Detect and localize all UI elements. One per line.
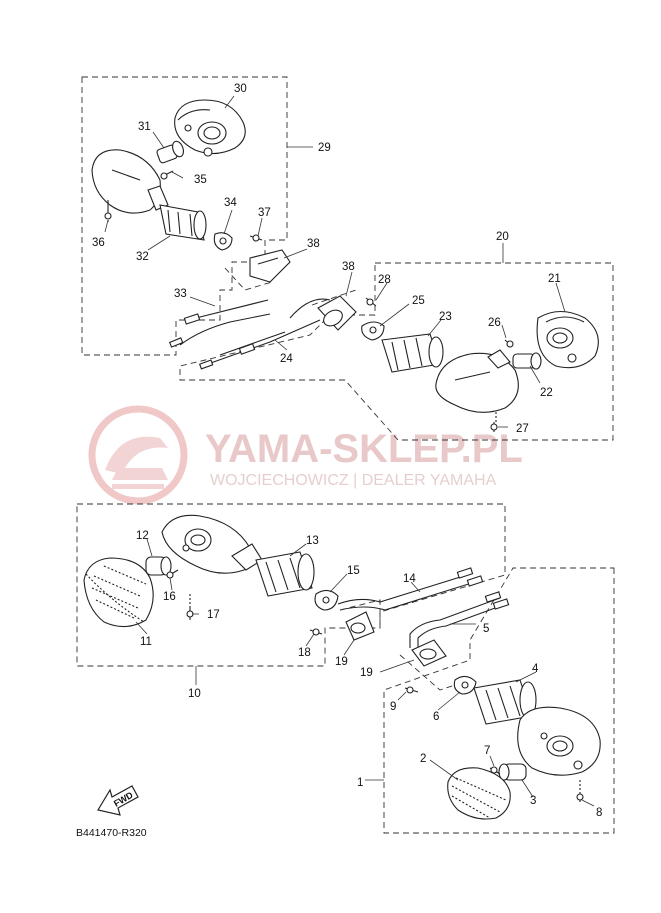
watermark: YAMA-SKLEP.PL WOJCIECHOWICZ | DEALER YAM… — [88, 405, 523, 505]
callout-15: 15 — [347, 565, 360, 577]
callout-8: 8 — [596, 807, 602, 819]
stay-19-right — [399, 639, 471, 691]
callout-6: 6 — [433, 711, 439, 723]
lens-2 — [447, 767, 511, 820]
bracket-6 — [453, 675, 477, 695]
wire-5 — [409, 591, 510, 650]
callout-21: 21 — [548, 273, 561, 285]
callout-9: 9 — [390, 701, 396, 713]
callout-35: 35 — [194, 174, 207, 186]
housing-lower-left — [161, 514, 263, 574]
socket-32 — [159, 204, 207, 241]
callout-29: 29 — [318, 142, 331, 154]
callout-11: 11 — [140, 636, 152, 648]
screw-17 — [186, 594, 194, 620]
assembly-20 — [198, 271, 599, 432]
callout-38-upper: 38 — [307, 238, 320, 250]
callout-37: 37 — [258, 207, 271, 219]
screw-9 — [404, 686, 419, 694]
screw-8 — [576, 780, 584, 802]
leaders-29 — [104, 95, 308, 307]
callout-7: 7 — [484, 745, 490, 757]
lens-11 — [83, 557, 154, 628]
bulb-3 — [498, 763, 527, 781]
callout-14: 14 — [403, 573, 416, 585]
stay-19-left — [339, 599, 381, 641]
assembly-29 — [91, 95, 308, 348]
callout-5: 5 — [483, 623, 489, 635]
callout-2: 2 — [420, 753, 426, 765]
callout-17: 17 — [207, 609, 220, 621]
socket-23 — [381, 333, 444, 373]
callout-3: 3 — [530, 795, 536, 807]
lens-30 — [174, 99, 246, 157]
diagram-code: B441470-R320 — [76, 827, 147, 839]
callout-28: 28 — [378, 274, 391, 286]
screw-18 — [309, 628, 323, 636]
screw-27 — [490, 412, 498, 432]
bracket-34 — [213, 232, 233, 251]
assembly-box-1 — [383, 567, 615, 834]
callout-22: 22 — [540, 387, 553, 399]
callout-16: 16 — [163, 591, 176, 603]
housing-right — [435, 349, 519, 413]
socket-13 — [255, 551, 315, 597]
callout-4: 4 — [532, 663, 539, 675]
callout-31: 31 — [138, 121, 151, 133]
callout-25: 25 — [412, 295, 425, 307]
callout-36: 36 — [92, 237, 105, 249]
callout-32: 32 — [136, 251, 149, 263]
screw-36 — [104, 200, 112, 222]
lens-21 — [536, 310, 599, 369]
bulb-12 — [145, 556, 172, 576]
screw-28 — [365, 297, 377, 307]
watermark-logo-icon — [88, 405, 188, 505]
assembly-1 — [379, 591, 601, 820]
screw-7 — [489, 766, 501, 775]
callout-23: 23 — [439, 311, 452, 323]
callout-34: 34 — [224, 197, 237, 209]
screw-26 — [504, 339, 514, 348]
callout-12: 12 — [136, 530, 149, 542]
bracket-15 — [314, 589, 339, 611]
fwd-arrow-icon: FWD — [97, 785, 139, 816]
callout-33: 33 — [174, 288, 187, 300]
callout-19-left: 19 — [335, 656, 348, 668]
bulb-22 — [512, 352, 542, 370]
leaders-20 — [274, 271, 566, 428]
housing-upper-left — [91, 149, 169, 214]
callout-38-middle: 38 — [342, 261, 355, 273]
callout-10: 10 — [188, 688, 201, 700]
callout-1: 1 — [357, 777, 363, 789]
housing-lower-right — [517, 706, 601, 776]
callout-18: 18 — [298, 647, 311, 659]
callout-27: 27 — [516, 423, 529, 435]
stay-38-upper — [224, 249, 291, 291]
assembly-10 — [83, 514, 484, 656]
screw-35 — [160, 170, 174, 180]
bulb-31 — [156, 140, 184, 164]
callout-labels: 1 2 3 4 5 6 7 8 9 10 11 12 13 14 15 16 1… — [92, 83, 602, 819]
callout-19-right: 19 — [360, 667, 373, 679]
assembly-box-10 — [76, 503, 506, 667]
screw-16 — [166, 569, 179, 579]
callout-20: 20 — [496, 231, 509, 243]
leaders-10 — [135, 538, 421, 656]
watermark-subtitle: WOJCIECHOWICZ | DEALER YAMAHA — [210, 472, 497, 489]
assembly-box-29 — [81, 76, 288, 356]
bracket-25 — [361, 321, 385, 341]
stay-38-middle — [289, 289, 357, 331]
watermark-title: YAMA-SKLEP.PL — [205, 427, 523, 471]
wire-24 — [198, 319, 321, 370]
screw-37 — [249, 234, 263, 242]
callout-30: 30 — [234, 83, 247, 95]
callout-26: 26 — [488, 317, 501, 329]
callout-13: 13 — [306, 535, 319, 547]
callout-24: 24 — [280, 353, 293, 365]
leaders-1 — [379, 623, 595, 807]
wire-33 — [168, 299, 271, 348]
